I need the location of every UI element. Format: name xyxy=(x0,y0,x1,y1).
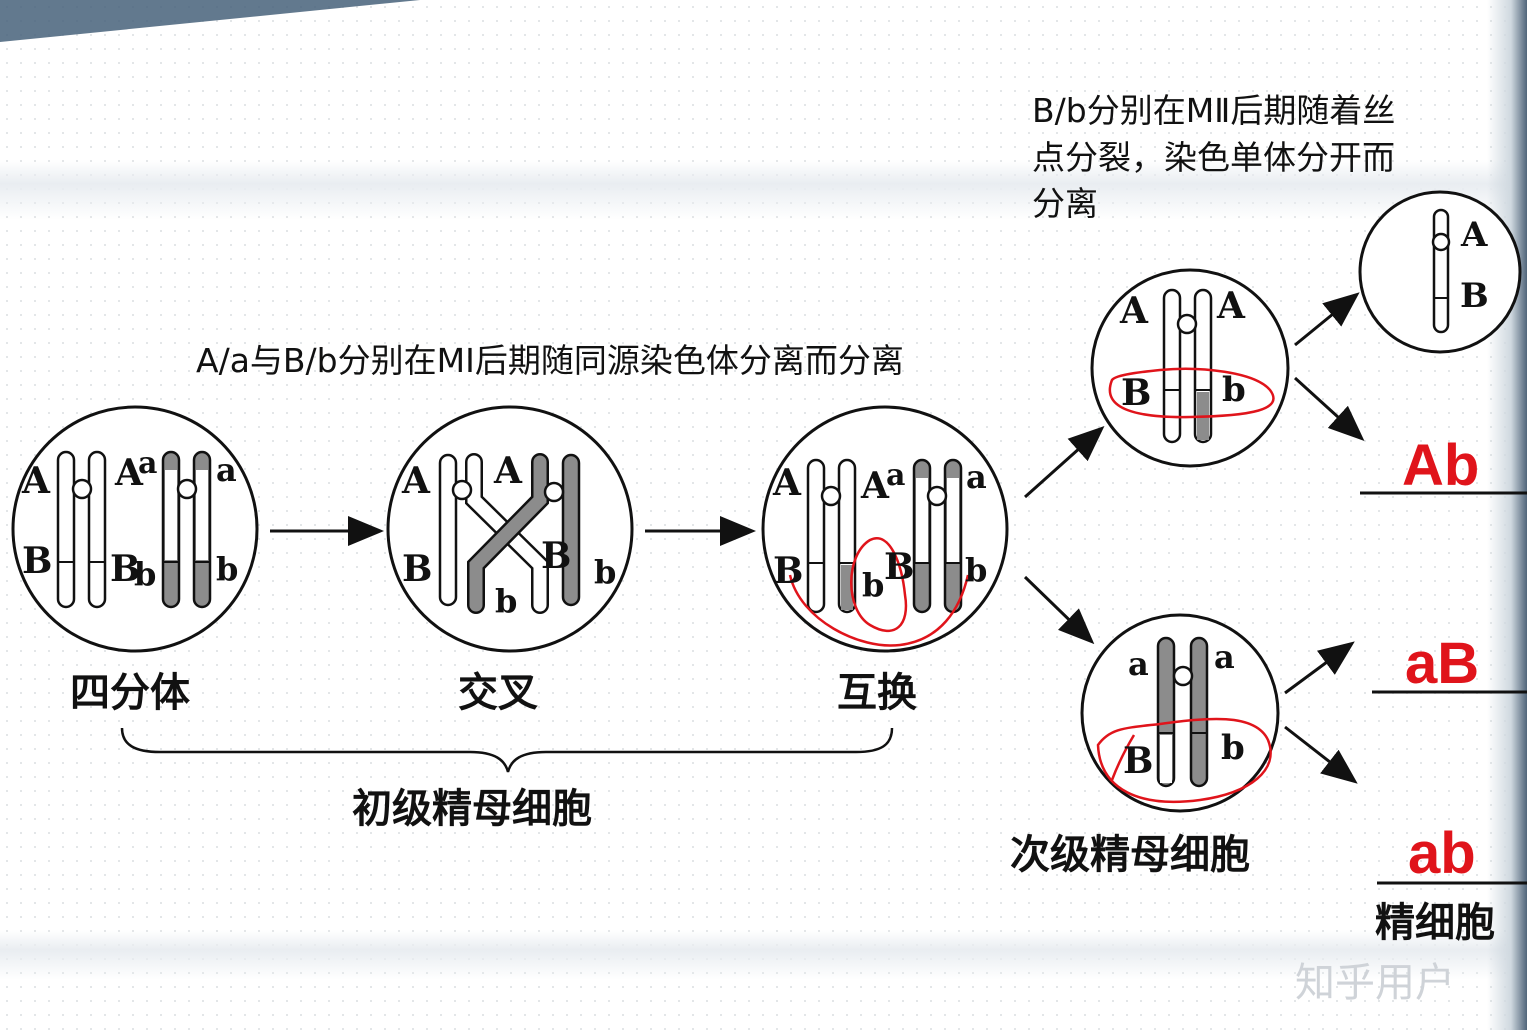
gene-label: B xyxy=(110,548,141,590)
watermark: 知乎用户 xyxy=(1295,960,1455,1006)
gene-label: B xyxy=(1121,372,1152,414)
primary-brace xyxy=(120,727,894,773)
gene-label: a xyxy=(138,446,158,481)
slide-edge-decoration xyxy=(1487,0,1527,1030)
gene-label: b xyxy=(965,551,988,589)
stage-label-crossing: 交叉 xyxy=(458,669,538,716)
red-mark xyxy=(1110,734,1136,781)
gene-label: B xyxy=(1460,276,1489,316)
gene-label: A xyxy=(861,465,889,507)
tetrad-cell xyxy=(11,405,259,653)
gene-label: A xyxy=(402,460,430,502)
gene-label: B xyxy=(22,540,53,582)
gene-label: b xyxy=(495,582,518,620)
gene-label: b xyxy=(1221,728,1245,768)
gene-label: b xyxy=(862,566,885,604)
gene-label: b xyxy=(134,555,157,593)
gene-label: B xyxy=(402,548,433,590)
stage-label-sperm: 精细胞 xyxy=(1375,899,1495,946)
annotation-mii-line1: B/b分别在MⅡ后期随着丝 xyxy=(1032,91,1396,130)
gene-label: A xyxy=(115,452,143,494)
gene-label: a xyxy=(886,458,906,493)
gene-label: b xyxy=(1222,370,1246,410)
background-band xyxy=(0,160,1527,220)
gene-label: A xyxy=(1120,290,1148,332)
crossing-cell xyxy=(386,405,634,653)
exchange-cell xyxy=(761,405,1009,653)
stage-label-secondary: 次级精母细胞 xyxy=(1010,831,1250,878)
gene-label: B xyxy=(1123,740,1154,782)
gene-label: B xyxy=(773,550,804,592)
gene-label: A xyxy=(22,460,50,502)
stage-label-exchange: 互换 xyxy=(837,669,917,716)
secondary-cell-top xyxy=(1090,268,1290,468)
sperm-answer-2: aB xyxy=(1405,631,1480,696)
gene-label: B xyxy=(884,546,915,588)
gene-label: A xyxy=(773,462,801,504)
gene-label: A xyxy=(1461,215,1488,255)
gene-label: a xyxy=(216,451,237,489)
gene-label: A xyxy=(1217,285,1245,327)
sperm-answer-3: ab xyxy=(1408,821,1476,886)
gene-label: A xyxy=(494,450,522,492)
gene-label: a xyxy=(1214,638,1235,676)
secondary-cell-bottom xyxy=(1080,613,1280,813)
background-band xyxy=(0,930,1527,980)
stage-label-tetrad: 四分体 xyxy=(70,669,190,716)
slide-corner-decoration xyxy=(0,0,420,42)
stage-label-primary: 初级精母细胞 xyxy=(352,785,592,832)
sperm-cell xyxy=(1358,190,1522,354)
annotation-mii-line2: 点分裂，染色单体分开而 xyxy=(1032,138,1395,177)
gene-label: a xyxy=(1128,645,1149,683)
sperm-answer-1: Ab xyxy=(1402,433,1480,498)
gene-label: a xyxy=(966,458,987,496)
gene-label: B xyxy=(541,535,572,577)
gene-label: b xyxy=(216,550,239,588)
annotation-mii-line3: 分离 xyxy=(1032,184,1098,223)
process-arrows xyxy=(270,292,1365,784)
answer-lines xyxy=(1360,491,1527,885)
annotation-mi: A/a与B/b分别在MⅠ后期随同源染色体分离而分离 xyxy=(196,341,904,380)
gene-label: b xyxy=(594,553,617,591)
